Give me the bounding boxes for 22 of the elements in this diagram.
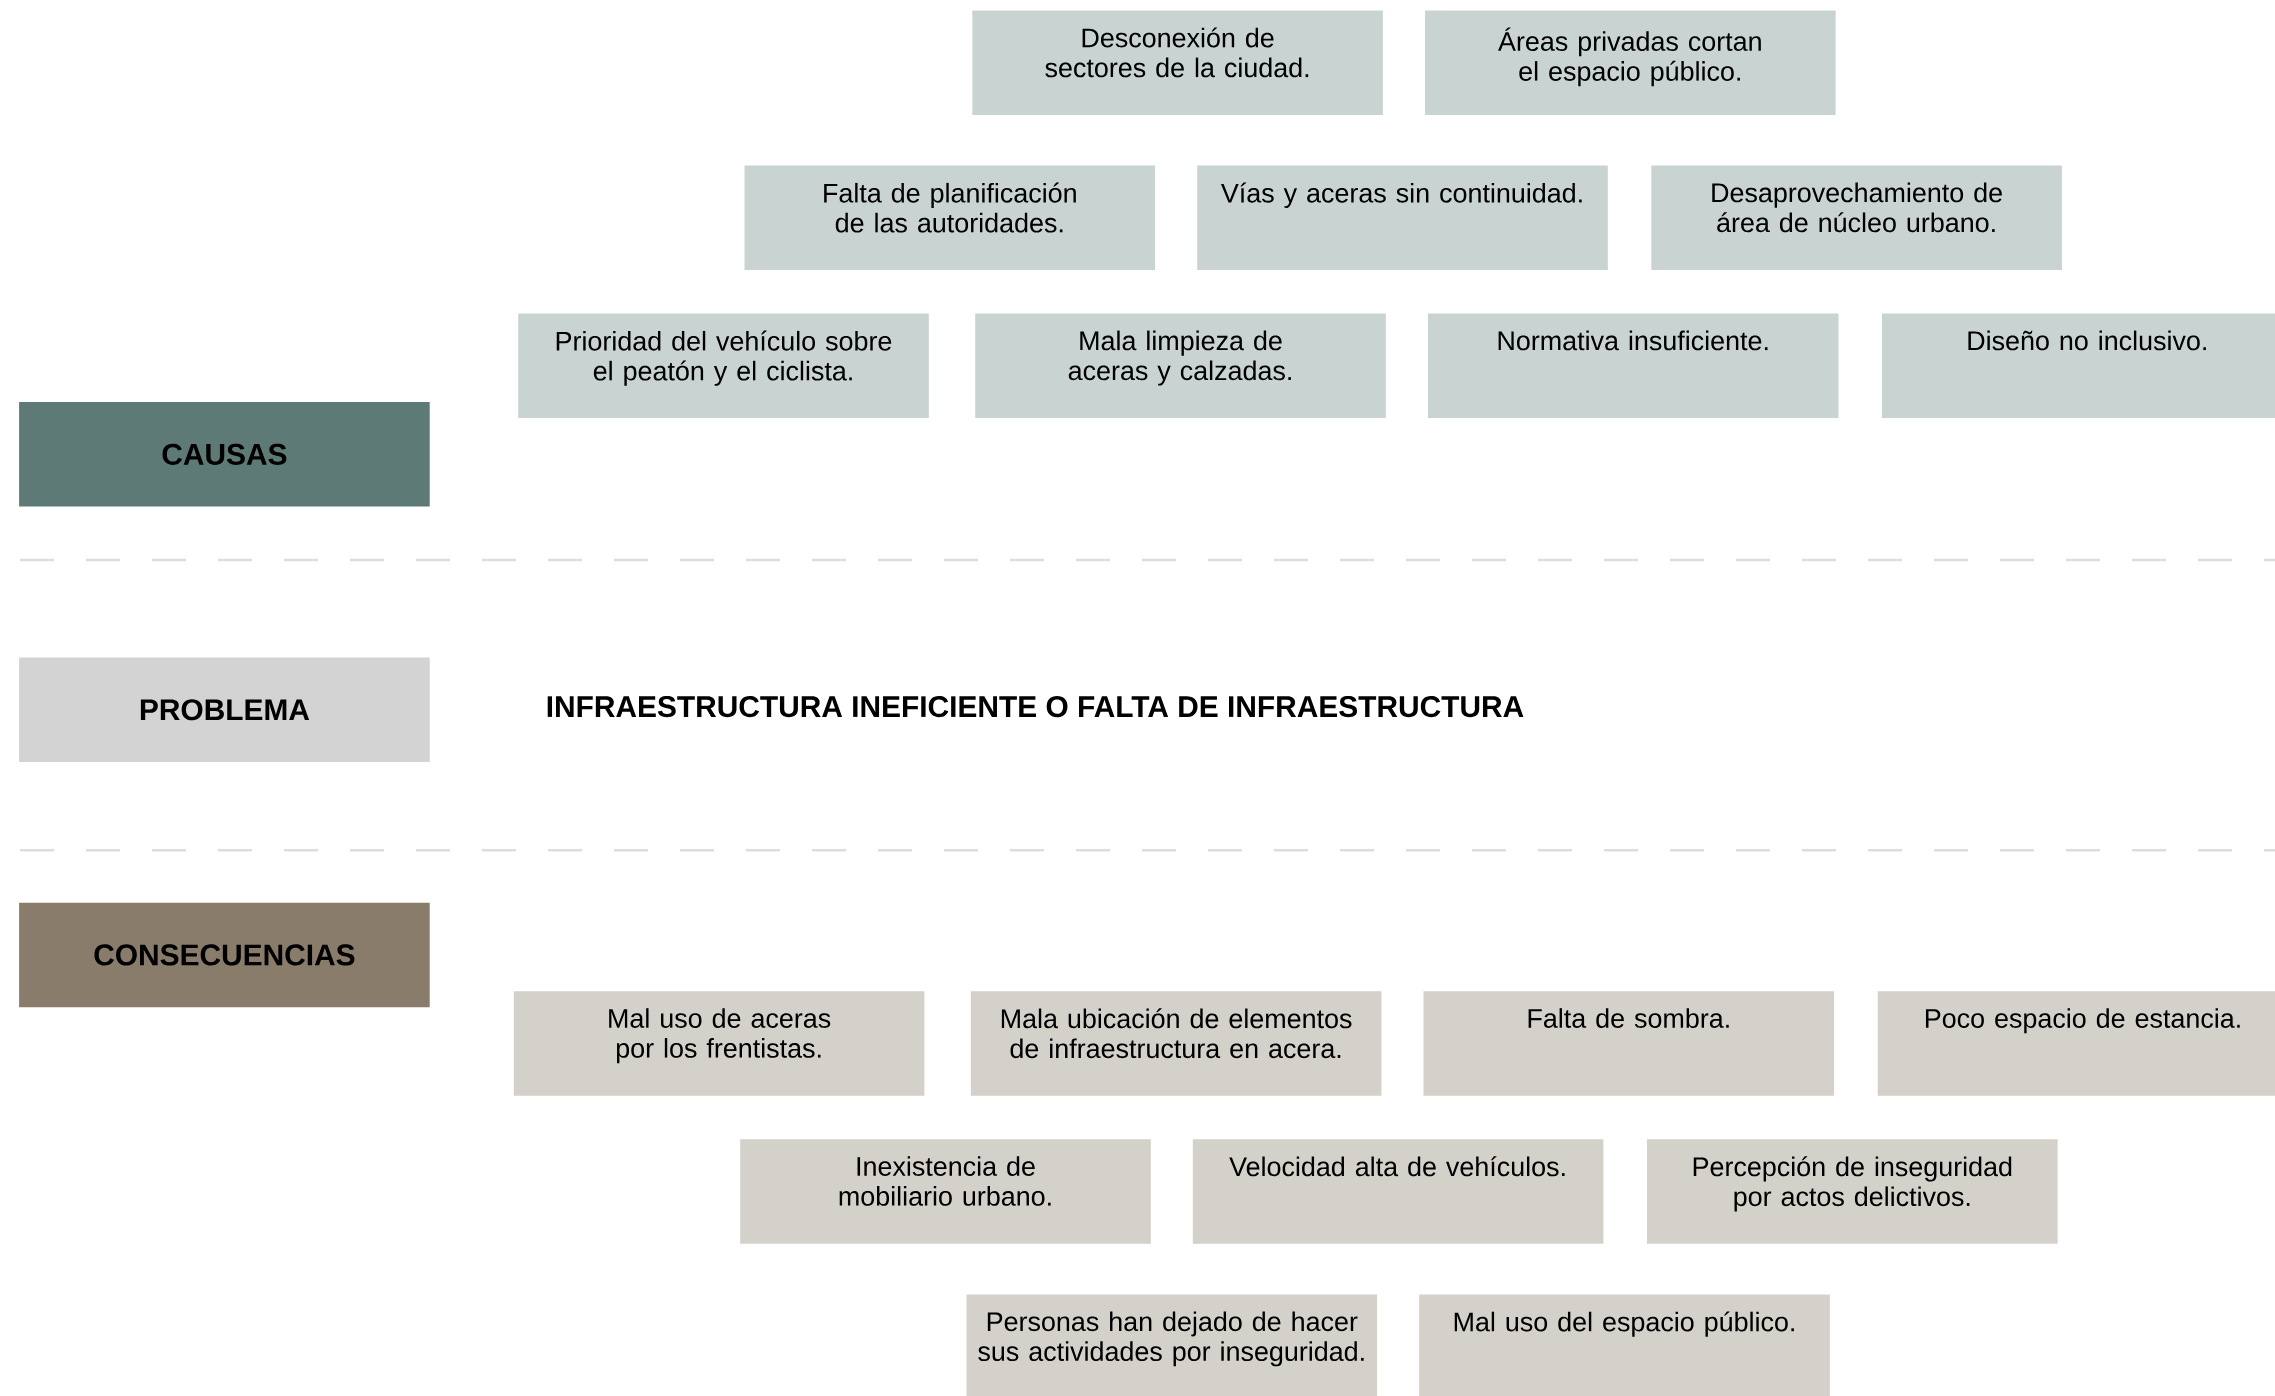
consequence-box: Personas han dejado de hacer sus actividades por inseguridad. bbox=[966, 1294, 1378, 1396]
consequence-box: Velocidad alta de vehículos. bbox=[1192, 1139, 1604, 1244]
cause-box: Desaprovechamiento de área de núcleo urbano. bbox=[1651, 165, 2062, 271]
cause-box: Falta de planificación de las autoridades. bbox=[744, 165, 1156, 271]
consequence-box: Percepción de inseguridad por actos delictivos. bbox=[1647, 1139, 2058, 1244]
consequence-box: Mala ubicación de elementos de infraestructura en acera. bbox=[970, 991, 1382, 1096]
heading-box: PROBLEMA bbox=[19, 657, 430, 762]
cause-box: Vías y aceras sin continuidad. bbox=[1197, 165, 1608, 271]
consequence-box: Mal uso de aceras por los frentistas. bbox=[513, 991, 925, 1096]
heading-box: CONSECUENCIAS bbox=[19, 902, 430, 1008]
cause-box: Diseño no inclusivo. bbox=[1882, 313, 2275, 419]
cause-box: Normativa insuficiente. bbox=[1427, 313, 1839, 419]
heading-box: CAUSAS bbox=[19, 402, 430, 507]
cause-box: Mala limpieza de aceras y calzadas. bbox=[975, 313, 1386, 419]
cause-box: Desconexión de sectores de la ciudad. bbox=[972, 10, 1383, 115]
consequence-box: Inexistencia de mobiliario urbano. bbox=[740, 1139, 1151, 1244]
problem-statement: INFRAESTRUCTURA INEFICIENTE O FALTA DE INFRAESTRUCTURA bbox=[547, 696, 1524, 718]
consequence-box: Mal uso del espacio público. bbox=[1419, 1294, 1830, 1396]
consequence-box: Poco espacio de estancia. bbox=[1877, 991, 2275, 1096]
cause-box: Prioridad del vehículo sobre el peatón y el ciclista. bbox=[518, 313, 929, 419]
cause-box: Áreas privadas cortan el espacio público. bbox=[1425, 10, 1836, 115]
consequence-box: Falta de sombra. bbox=[1423, 991, 1835, 1096]
